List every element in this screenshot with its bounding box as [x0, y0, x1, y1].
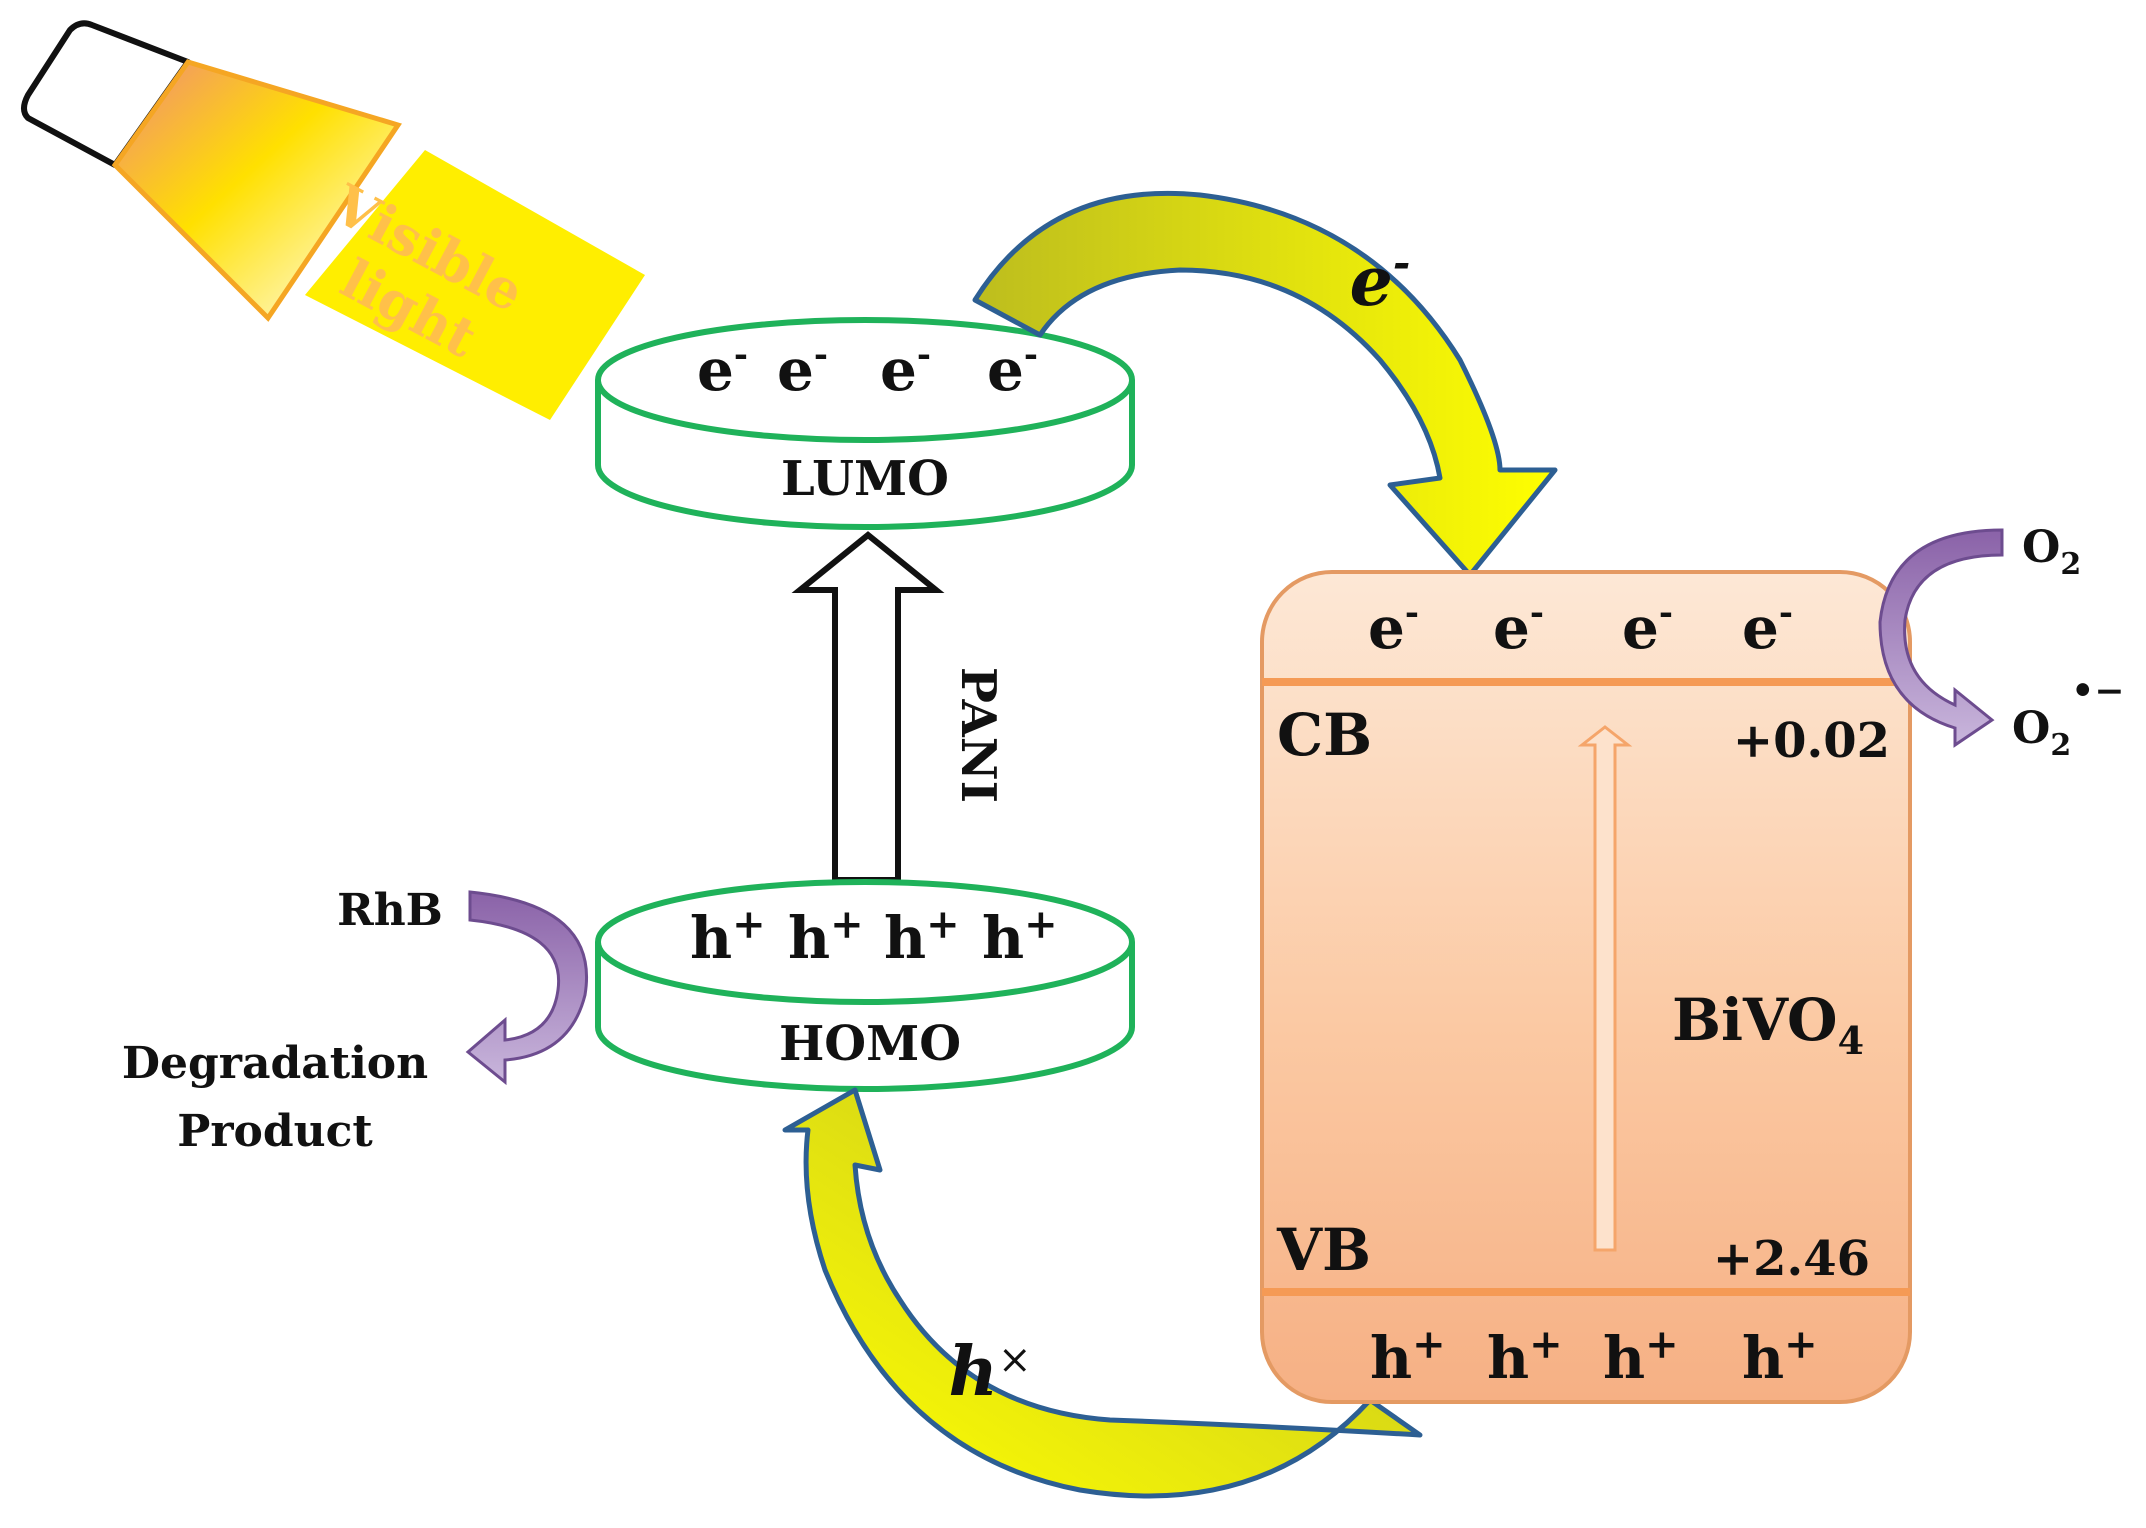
bivo4-excitation-arrow [1577, 725, 1633, 1252]
electron: e- [880, 335, 931, 404]
rhb-label: RhB [337, 885, 443, 936]
rhb-degradation-arrow [465, 890, 588, 1086]
homo-label: HOMO [779, 1016, 961, 1072]
cb-label: CB [1277, 701, 1372, 769]
degradation-product-label-line2: Product [177, 1106, 373, 1157]
vb-potential: +2.46 [1713, 1231, 1870, 1287]
lumo-label: LUMO [781, 451, 949, 507]
lamp-icon [21, 20, 402, 322]
lumo-disc: LUMO [595, 317, 1135, 530]
vb-label: VB [1276, 1216, 1371, 1284]
bivo4-block [1260, 570, 1912, 1404]
o2-label: O2 [2022, 522, 2081, 582]
hole: h+ [1603, 1321, 1679, 1392]
hole: h+ [690, 901, 766, 972]
lumo-electrons: e- e- e- e- [697, 335, 1038, 404]
degradation-product-label-line1: Degradation [122, 1038, 428, 1089]
pani-label: PANI [950, 667, 1006, 803]
bivo4-label: BiVO4 [1672, 986, 1864, 1063]
homo-holes: h+ h+ h+ h+ [690, 901, 1058, 972]
hole-transfer-arrow [782, 1087, 1423, 1499]
homo-disc: HOMO [595, 879, 1135, 1092]
visible-light-beam: Visible light [305, 150, 645, 420]
hole: h+ [982, 901, 1058, 972]
bivo4-subscript: 4 [1838, 1018, 1864, 1063]
bivo4-electrons: e- e- e- e- [1368, 593, 1793, 662]
electron-transfer-arrow [972, 190, 1558, 578]
cb-potential: +0.02 [1733, 713, 1890, 769]
bivo4-name: BiVO [1672, 986, 1838, 1054]
o2-reduction-arrow [1878, 528, 2004, 748]
electron: e- [1493, 593, 1544, 662]
pani-excitation-arrow [791, 531, 945, 883]
superoxide-label: O2•− [2012, 670, 2124, 763]
